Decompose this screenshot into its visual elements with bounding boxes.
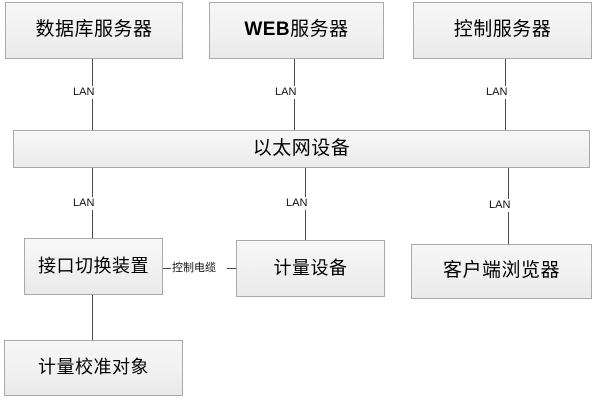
node-metering-device: 计量设备 [236, 240, 385, 297]
node-label-interface-switch: 接口切换装置 [38, 255, 149, 276]
node-web-server: WEB服务器 [209, 2, 384, 59]
node-interface-switch: 接口切换装置 [24, 238, 163, 295]
node-label-database-server: 数据库服务器 [35, 19, 153, 41]
connector-interface-switch-to-calibration-object [92, 295, 93, 340]
node-database-server: 数据库服务器 [5, 2, 183, 59]
connector-control-cable-right-stub [227, 268, 237, 269]
node-label-calibration-object: 计量校准对象 [38, 357, 149, 378]
edge-label-lan-browser: LAN [487, 199, 513, 212]
node-label-web-server: WEB服务器 [244, 19, 349, 41]
edge-label-lan-switch: LAN [71, 197, 97, 210]
node-label-ethernet-device: 以太网设备 [252, 137, 351, 159]
edge-label-control-cable: 控制电缆 [171, 261, 217, 275]
connector-control-cable-left-stub [163, 268, 173, 269]
node-label-web-server-suffix: 服务器 [290, 19, 349, 41]
edge-label-lan-database: LAN [71, 86, 97, 99]
edge-label-lan-web: LAN [273, 86, 299, 99]
node-label-web-server-prefix: WEB [244, 19, 291, 41]
node-ethernet-device: 以太网设备 [13, 130, 590, 168]
node-client-browser: 客户端浏览器 [411, 244, 592, 299]
node-label-client-browser: 客户端浏览器 [442, 260, 560, 282]
node-control-server: 控制服务器 [413, 2, 592, 59]
node-label-metering-device: 计量设备 [273, 257, 348, 278]
edge-label-lan-metering: LAN [284, 197, 310, 210]
node-label-control-server: 控制服务器 [453, 19, 552, 41]
node-calibration-object: 计量校准对象 [4, 340, 183, 396]
edge-label-lan-control: LAN [484, 86, 510, 99]
